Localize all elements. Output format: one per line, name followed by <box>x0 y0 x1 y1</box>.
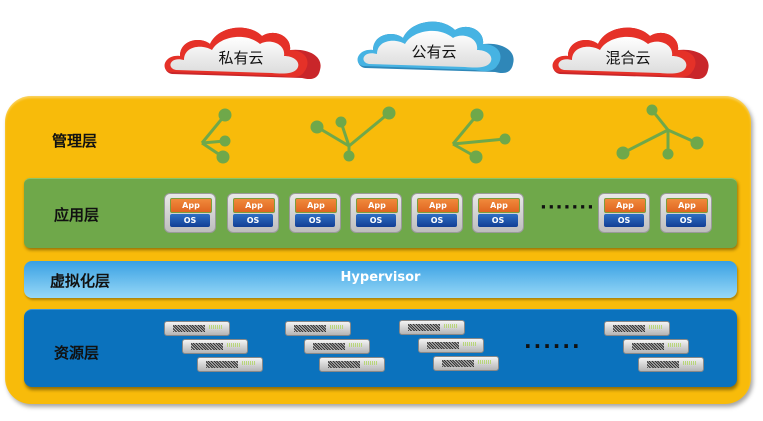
os-block: OS <box>604 214 644 227</box>
application-layer-title: 应用层 <box>54 206 100 224</box>
virtualization-layer: 虚拟化层 Hypervisor <box>24 261 737 298</box>
cloud-label: 私有云 <box>218 49 264 67</box>
server-icon <box>638 357 704 372</box>
server-icon <box>197 357 263 372</box>
cloud-icon <box>164 27 321 80</box>
virtualization-layer-title: 虚拟化层 <box>50 272 111 290</box>
resource-layer-title: 资源层 <box>54 344 100 362</box>
server-icon <box>285 321 351 336</box>
public-cloud: 公有云 <box>355 14 523 86</box>
server-icon <box>604 321 670 336</box>
management-layer-title: 管理层 <box>52 132 98 150</box>
cloud-icon <box>357 21 514 74</box>
os-block: OS <box>356 214 396 227</box>
hybrid-cloud: 混合云 <box>550 14 718 86</box>
server-icon <box>433 356 499 371</box>
os-block: OS <box>666 214 706 227</box>
server-icon <box>623 339 689 354</box>
app-block: App <box>417 198 459 213</box>
server-icon <box>418 338 484 353</box>
app-block: App <box>666 198 708 213</box>
server-icon <box>319 357 385 372</box>
ellipsis: ······· <box>540 197 595 218</box>
network-node-icon <box>451 108 511 164</box>
os-block: OS <box>295 214 335 227</box>
network-node-icon <box>310 106 396 162</box>
os-block: OS <box>417 214 457 227</box>
app-block: App <box>356 198 398 213</box>
os-block: OS <box>170 214 210 227</box>
cloud-label: 公有云 <box>411 43 457 61</box>
server-icon <box>164 321 230 336</box>
os-block: OS <box>233 214 273 227</box>
app-block: App <box>295 198 337 213</box>
cloud-icon <box>552 27 709 80</box>
resource-layer: 资源层 ······ <box>24 309 737 387</box>
app-block: App <box>604 198 646 213</box>
os-block: OS <box>478 214 518 227</box>
network-node-icon <box>200 108 232 164</box>
server-icon <box>304 339 370 354</box>
cloud-label: 混合云 <box>605 49 651 67</box>
network-node-icon <box>616 104 704 160</box>
server-icon <box>399 320 465 335</box>
server-icon <box>182 339 248 354</box>
ellipsis: ······ <box>524 334 582 358</box>
private-cloud: 私有云 <box>162 14 330 86</box>
app-block: App <box>478 198 520 213</box>
app-block: App <box>170 198 212 213</box>
app-block: App <box>233 198 275 213</box>
hypervisor-label: Hypervisor <box>340 270 421 285</box>
